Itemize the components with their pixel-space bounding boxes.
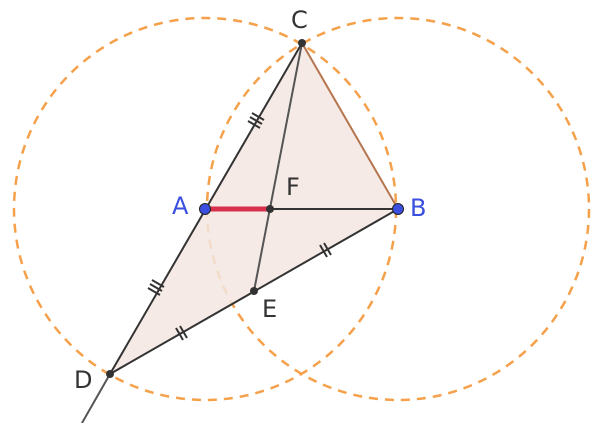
label-b: B bbox=[410, 194, 426, 222]
point-d[interactable] bbox=[106, 370, 114, 378]
point-c[interactable] bbox=[298, 39, 306, 47]
ticks-de bbox=[175, 325, 188, 341]
point-b[interactable] bbox=[392, 203, 404, 215]
point-e[interactable] bbox=[250, 287, 258, 295]
label-e: E bbox=[262, 295, 277, 323]
ticks-ac bbox=[247, 112, 265, 129]
line-cd-extension bbox=[81, 373, 111, 424]
label-d: D bbox=[74, 366, 92, 394]
label-c: C bbox=[291, 6, 308, 34]
point-a[interactable] bbox=[199, 203, 211, 215]
ticks-ad bbox=[147, 279, 165, 296]
label-a: A bbox=[172, 192, 189, 220]
ticks-eb bbox=[319, 242, 332, 258]
point-f[interactable] bbox=[266, 205, 274, 213]
label-f: F bbox=[286, 173, 300, 201]
side-cb bbox=[301, 42, 399, 210]
line-c-through-e bbox=[253, 42, 303, 292]
